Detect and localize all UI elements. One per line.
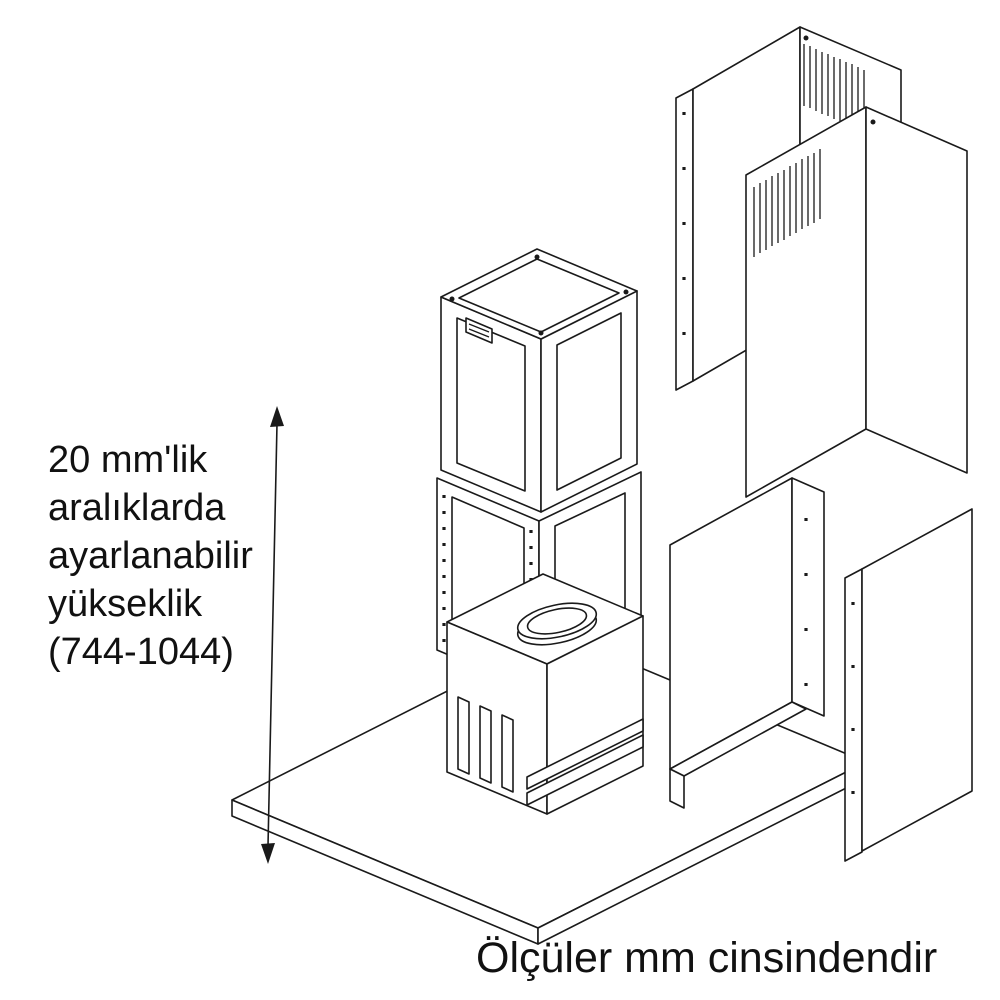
frame-top-ring-inner — [458, 258, 620, 333]
units-caption: Ölçüler mm cinsindendir — [476, 934, 938, 982]
mounting-frame-upper — [440, 248, 638, 513]
chimney-cover-front — [745, 106, 968, 498]
rating-label — [465, 317, 493, 344]
dimension-line — [267, 423, 278, 847]
hood-body — [446, 573, 644, 815]
vent-slats — [753, 149, 821, 257]
duct-collar — [516, 602, 598, 646]
frame-upper-right-opening — [556, 312, 622, 491]
bolt-hole — [803, 35, 809, 41]
height-annotation: 20 mm'lik aralıklarda ayarlanabilir yüks… — [48, 436, 263, 676]
frame-upper-left-opening — [456, 317, 526, 492]
duct-collar-opening — [526, 607, 588, 635]
vent-slot — [501, 714, 514, 793]
rating-label-line — [468, 323, 490, 333]
bolt-hole — [534, 254, 540, 260]
bolt-hole — [449, 296, 455, 302]
cover-lower-left — [669, 477, 825, 809]
chimney-rear-flange — [675, 88, 694, 391]
vent-slats — [803, 44, 865, 132]
chimney-front-back-face — [745, 106, 867, 498]
height-annotation-line: aralıklarda — [48, 487, 226, 529]
bolt-hole — [870, 119, 876, 125]
cover-lower-left-tab — [669, 768, 685, 809]
height-dimension-arrow — [261, 406, 284, 864]
cover-lower-left-side — [791, 477, 825, 717]
support-bracket-bar — [526, 734, 644, 806]
arrow-up-icon — [270, 406, 284, 427]
height-annotation-line: 20 mm'lik — [48, 439, 208, 481]
height-annotation-line: (744-1044) — [48, 631, 234, 673]
chimney-front-side-face — [865, 106, 968, 474]
cover-lower-right-flange — [844, 568, 863, 862]
vent-slot — [479, 705, 492, 784]
rating-label-line — [468, 328, 490, 338]
cover-lower-right-face — [861, 508, 973, 852]
height-annotation-line: ayarlanabilir — [48, 535, 253, 577]
arrow-down-icon — [261, 843, 275, 864]
height-annotation-line: yükseklik — [48, 583, 203, 625]
bolt-hole — [538, 330, 544, 336]
cover-lower-right — [844, 508, 973, 862]
vent-slot — [457, 696, 470, 775]
bolt-hole — [623, 289, 629, 295]
support-bracket-bar — [526, 718, 644, 790]
